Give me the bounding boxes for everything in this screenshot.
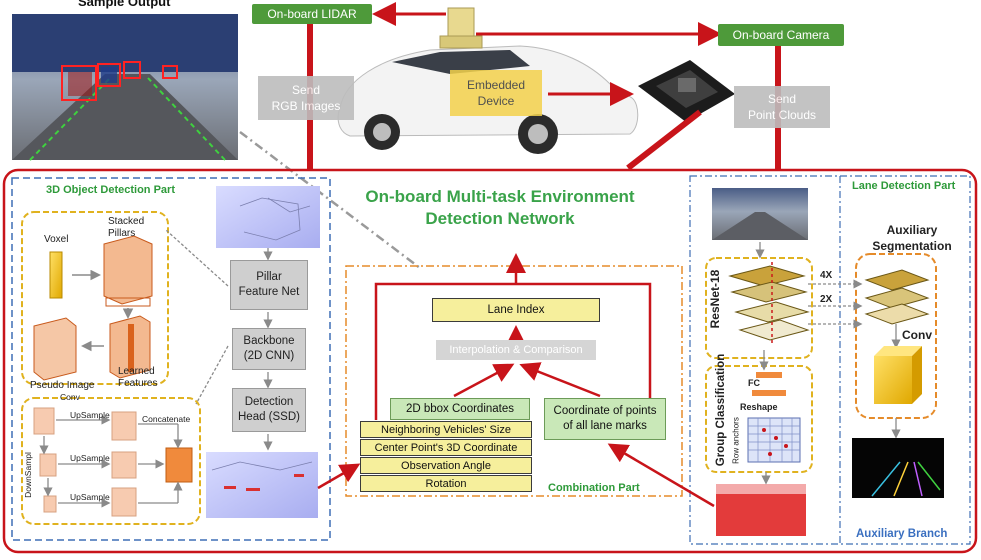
- network-title-line2: Detection Network: [425, 209, 575, 228]
- top-connectors: [372, 2, 722, 106]
- upsample-label-3: UpSample: [70, 492, 110, 502]
- aux-seg-title: Auxiliary Segmentation: [858, 222, 966, 254]
- obs-angle-row: Observation Angle: [360, 457, 532, 474]
- resnet-subframe: [705, 257, 813, 359]
- sample-output-image: [12, 14, 238, 161]
- pillar-net-line1: Pillar: [256, 271, 282, 283]
- send-rgb-line2: RGB Images: [271, 99, 341, 113]
- row-anchors-label: Row anchors: [731, 417, 741, 464]
- send-pc-line1: Send: [767, 92, 797, 106]
- embedded-device-box: Embedded Device: [450, 70, 542, 116]
- center-3d-row: Center Point's 3D Coordinate: [360, 439, 532, 456]
- upsample-block-1: [111, 411, 137, 441]
- head-line1: Detection: [244, 396, 294, 408]
- stacked-pillars-label: Stacked Pillars: [108, 216, 144, 240]
- reshape-label: Reshape: [740, 402, 778, 412]
- onboard-lidar-label: On-board LIDAR: [252, 4, 372, 24]
- lane-part-title: Lane Detection Part: [852, 180, 956, 192]
- pillar-net-line2: Feature Net: [238, 286, 300, 298]
- group-classification-label: Group Classification: [715, 353, 727, 467]
- aux-conv-cube: [874, 346, 922, 404]
- lane-points-box: Coordinate of points of all lane marks: [544, 398, 666, 440]
- embedded-line1: Embedded: [466, 78, 526, 92]
- backbone-box: Backbone (2D CNN): [232, 328, 306, 370]
- send-pc-line2: Point Clouds: [747, 108, 817, 122]
- send-pointcloud-box: Send Point Clouds: [734, 86, 830, 128]
- voxel-shape: [49, 251, 63, 299]
- head-line2: Head (SSD): [238, 411, 300, 423]
- pointcloud-top-image: [216, 186, 320, 248]
- learned-features-line2: Features: [118, 378, 158, 389]
- x4-label: 4X: [820, 270, 833, 281]
- voxel-label: Voxel: [44, 234, 69, 245]
- network-title-line1: On-board Multi-task Environment: [365, 187, 635, 206]
- lane-points-line2: of all lane marks: [563, 420, 647, 432]
- pseudo-image-label: Pseudo Image: [30, 380, 95, 391]
- concatenate-label: Concatenate: [142, 414, 191, 424]
- backbone-block-3: [43, 495, 57, 513]
- aux-branch-label: Auxiliary Branch: [856, 528, 948, 540]
- pointcloud-detection-image: [206, 452, 318, 518]
- lane-points-line1: Coordinate of points: [553, 405, 657, 417]
- backbone-subframe: [21, 397, 201, 525]
- conv-label: Conv: [60, 392, 80, 402]
- combination-part-title: Combination Part: [548, 482, 640, 494]
- neighbor-size-row: Neighboring Vehicles' Size: [360, 421, 532, 438]
- fc-label: FC: [748, 378, 760, 388]
- pseudo-image-shape: [33, 317, 77, 381]
- learned-features-line1: Learned: [118, 366, 155, 377]
- network-frame: [2, 168, 978, 554]
- aux-seg-layers: [864, 269, 930, 325]
- x2-label: 2X: [820, 294, 833, 305]
- pillar-feature-net-box: Pillar Feature Net: [230, 260, 308, 310]
- aux-seg-line2: Segmentation: [872, 239, 952, 253]
- upsample-label-2: UpSample: [70, 453, 110, 463]
- rotation-row: Rotation: [360, 475, 532, 492]
- sample-output-title: Sample Output: [78, 0, 171, 9]
- backbone-line1: Backbone: [243, 335, 295, 347]
- downsample-label: DownSampl: [23, 452, 33, 498]
- backbone-block-2: [39, 453, 57, 477]
- aux-branch-output-image: [852, 438, 944, 498]
- detection-head-box: Detection Head (SSD): [232, 388, 306, 432]
- pillar-subframe: [21, 211, 169, 385]
- embedded-line2: Device: [477, 94, 515, 108]
- upsample-block-3: [111, 487, 137, 517]
- network-title: On-board Multi-task Environment Detectio…: [350, 186, 650, 230]
- send-rgb-line1: Send: [291, 83, 321, 97]
- learned-features-label: Learned Features: [118, 366, 157, 390]
- bbox-2d-box: 2D bbox Coordinates: [390, 398, 530, 420]
- lane-index-box: Lane Index: [432, 298, 600, 322]
- embedded-board-image: [638, 60, 735, 122]
- backbone-line2: (2D CNN): [243, 350, 295, 362]
- resnet-label: ResNet-18: [708, 269, 722, 329]
- detection-part-title: 3D Object Detection Part: [46, 184, 175, 196]
- upsample-label-1: UpSample: [70, 410, 110, 420]
- upsample-block-2: [111, 451, 137, 479]
- send-rgb-box: Send RGB Images: [258, 76, 354, 120]
- row-anchor-grid: [747, 417, 801, 463]
- aux-seg-line1: Auxiliary: [886, 223, 938, 237]
- concat-block: [165, 447, 193, 483]
- stacked-pillars-line1: Stacked: [108, 216, 145, 227]
- aux-conv-label: Conv: [902, 328, 932, 342]
- interpolation-comparison-box: Interpolation & Comparison: [436, 340, 596, 360]
- lane-part-frame: [689, 175, 971, 545]
- onboard-camera-label: On-board Camera: [718, 24, 844, 46]
- stacked-pillars-line2: Pillars: [108, 228, 136, 239]
- resnet-layers: [728, 262, 810, 344]
- backbone-block-1: [33, 407, 55, 435]
- stacked-pillars-shape: [103, 235, 153, 305]
- detection-part-frame: [11, 177, 331, 541]
- group-cls-subframe: [705, 365, 813, 473]
